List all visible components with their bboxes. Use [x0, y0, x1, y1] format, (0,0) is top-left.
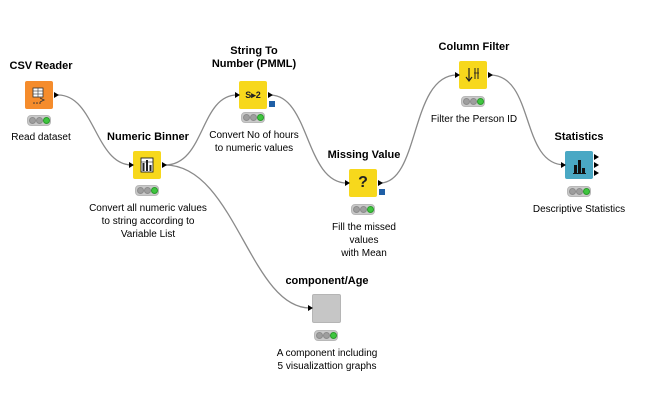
- output-port-3[interactable]: [594, 170, 599, 176]
- status-indicator: [567, 186, 591, 197]
- node-title: CSV Reader: [9, 60, 73, 72]
- table-icon: [32, 87, 46, 104]
- node-annotation: Convert No of hours to numeric values: [209, 130, 299, 154]
- status-indicator: [135, 185, 159, 196]
- column-filter-icon[interactable]: [459, 61, 487, 89]
- status-indicator: [351, 204, 375, 215]
- input-port[interactable]: [308, 305, 313, 311]
- status-indicator: [314, 330, 338, 341]
- node-icon-label: ?: [358, 174, 368, 191]
- csv-reader-icon[interactable]: [25, 81, 53, 109]
- connection-stringtonumber-to-missingvalue: [269, 94, 348, 184]
- node-title: Numeric Binner: [107, 131, 189, 143]
- statistics-icon[interactable]: [565, 151, 593, 179]
- output-port[interactable]: [488, 72, 493, 78]
- histogram-icon: [140, 157, 154, 173]
- node-title: String To Number (PMML): [211, 45, 297, 70]
- node-icon-label: S▸2: [245, 89, 261, 100]
- pmml-output-port[interactable]: [269, 101, 275, 107]
- connection-missingvalue-to-columnfilter: [379, 74, 458, 184]
- node-annotation: A component including 5 visualizattion g…: [276, 348, 378, 372]
- output-port-1[interactable]: [594, 154, 599, 160]
- connection-binner-to-stringtonumber: [164, 94, 238, 166]
- status-indicator: [27, 115, 51, 126]
- bar-chart-icon: [573, 160, 586, 174]
- component-icon[interactable]: [312, 294, 341, 323]
- input-port[interactable]: [561, 162, 566, 168]
- input-port[interactable]: [345, 180, 350, 186]
- node-annotation: Filter the Person ID: [430, 114, 518, 125]
- node-annotation: Fill the missed values with Mean: [332, 222, 396, 259]
- filter-arrows-icon: [465, 68, 479, 82]
- node-title: component/Age: [285, 275, 369, 287]
- binner-icon[interactable]: [133, 151, 161, 179]
- output-port[interactable]: [268, 92, 273, 98]
- node-annotation: Descriptive Statistics: [532, 204, 626, 215]
- input-port[interactable]: [235, 92, 240, 98]
- question-mark-icon[interactable]: ?: [349, 169, 377, 197]
- input-port[interactable]: [455, 72, 460, 78]
- input-port[interactable]: [129, 162, 134, 168]
- output-port-2[interactable]: [594, 162, 599, 168]
- string-to-number-icon[interactable]: S▸2: [239, 81, 267, 109]
- connection-binner-to-component: [164, 164, 311, 309]
- connection-csv-to-binner: [57, 94, 133, 166]
- output-port[interactable]: [54, 92, 59, 98]
- node-annotation: Read dataset: [11, 132, 71, 143]
- status-indicator: [241, 112, 265, 123]
- node-title: Missing Value: [327, 149, 401, 161]
- node-title: Statistics: [554, 131, 604, 143]
- output-port[interactable]: [378, 180, 383, 186]
- status-indicator: [461, 96, 485, 107]
- node-title: Column Filter: [438, 41, 510, 53]
- connection-columnfilter-to-statistics: [489, 74, 566, 166]
- pmml-output-port[interactable]: [379, 189, 385, 195]
- node-annotation: Convert all numeric values to string acc…: [89, 203, 207, 240]
- output-port[interactable]: [162, 162, 167, 168]
